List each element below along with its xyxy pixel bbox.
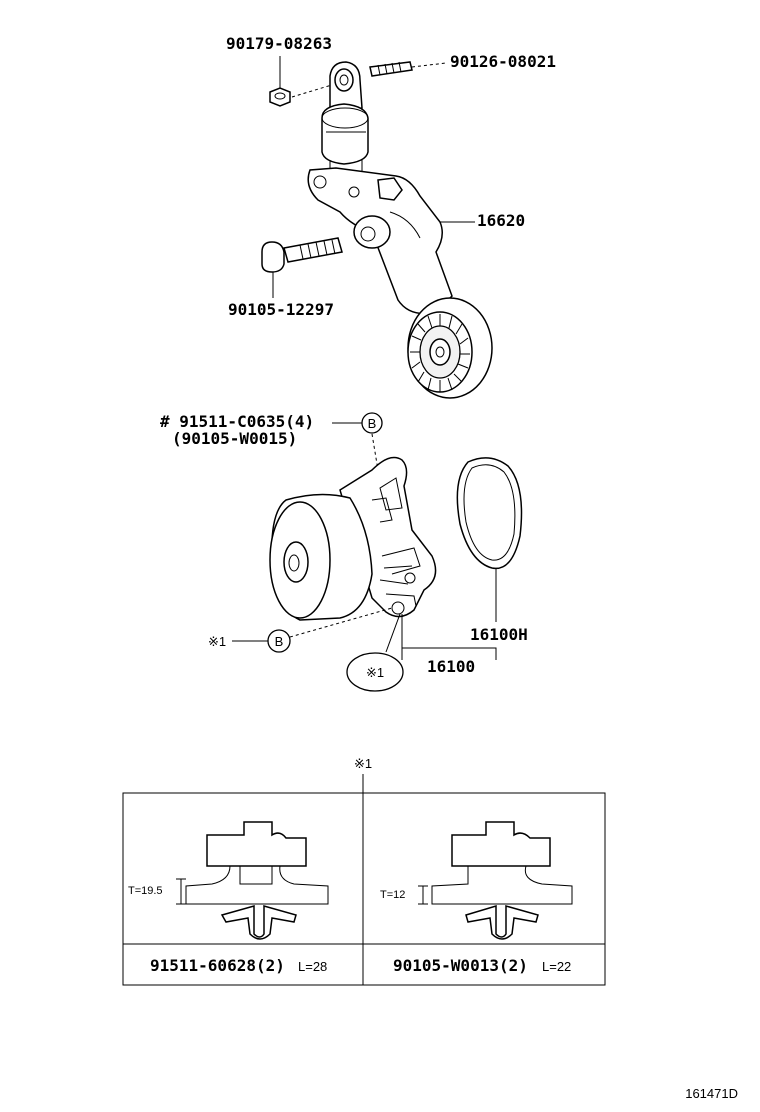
length-left: L=28 [298,959,327,974]
dash-b-top [371,433,379,471]
note-ellipse-callout[interactable]: ※1 [346,652,404,692]
label-bolt-mid[interactable]: 90105-12297 [228,300,334,319]
label-tensioner[interactable]: 16620 [477,211,525,230]
bolt-detail-left: T=19.5 [128,821,329,940]
thickness-left: T=19.5 [128,885,163,897]
label-bolt-b-alt[interactable]: (90105-W0015) [172,429,297,448]
label-bolt-b-main[interactable]: # 91511-C0635(4) [160,412,314,431]
dash-nut-to-tensioner [291,83,336,98]
svg-text:※1: ※1 [366,665,384,680]
label-nut-top[interactable]: 90179-08263 [226,34,332,53]
water-pump-assembly: # 91511-C0635(4) (90105-W0015) B [160,412,528,692]
dash-stud [411,62,447,68]
label-water-pump[interactable]: 16100 [427,657,475,676]
detail-table: ※1 T=19.5 91511-60628(2) L=28 T=12 [122,756,606,986]
table-frame [122,792,606,986]
tensioner-assembly: 90179-08263 90126-08021 [226,34,556,399]
note-ref-left[interactable]: ※1 [208,634,226,649]
label-stud-top[interactable]: 90126-08021 [450,52,556,71]
gasket-ring[interactable] [456,457,523,570]
stud-icon[interactable] [369,61,413,77]
part-no-left[interactable]: 91511-60628(2) [150,956,285,975]
label-gasket[interactable]: 16100H [470,625,528,644]
nut-icon[interactable] [269,87,291,107]
water-pump-body[interactable] [269,456,437,660]
figure-id: 161471D [685,1086,738,1101]
leader-water-pump [402,647,497,660]
callout-b-top[interactable]: B [361,412,383,434]
callout-b-left[interactable]: B [267,629,291,653]
svg-text:B: B [368,416,377,431]
svg-text:B: B [275,634,284,649]
thickness-right: T=12 [380,889,405,901]
bolt-detail-right: T=12 [380,821,573,940]
length-right: L=22 [542,959,571,974]
idler-pulley[interactable] [407,297,493,399]
part-no-right[interactable]: 90105-W0013(2) [393,956,528,975]
tensioner-body[interactable] [307,61,453,315]
table-header-ref: ※1 [354,756,372,771]
bolt-icon[interactable] [261,237,343,273]
leader-note-ellipse [385,613,401,653]
